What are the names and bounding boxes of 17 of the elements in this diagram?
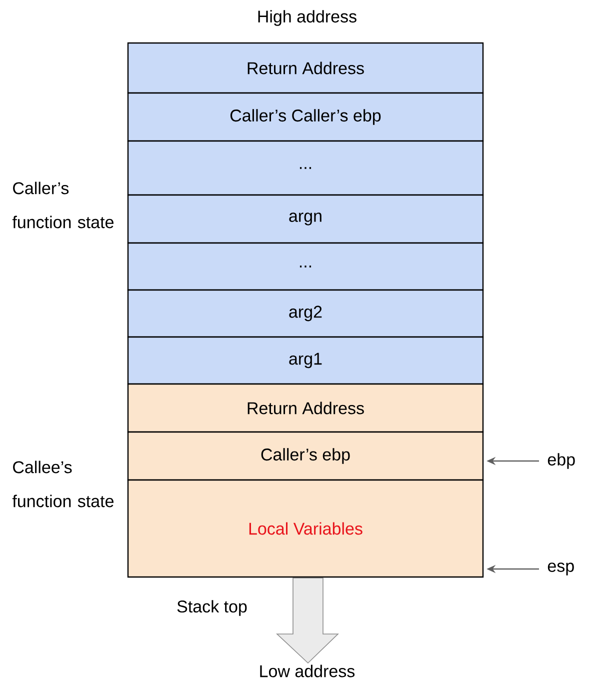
stack-cell: Caller’s ebp xyxy=(127,431,484,481)
stack-cell: ... xyxy=(127,140,484,196)
axis-label: Low address xyxy=(260,664,355,678)
stack-cell: Local Variables xyxy=(127,479,484,578)
stack-cell: Caller’s Caller’s ebp xyxy=(127,92,484,142)
stack-cell: argn xyxy=(127,194,484,244)
stack-cell: Return Address xyxy=(127,42,484,94)
stack-cell: Return Address xyxy=(127,383,484,433)
section-label: Caller’s function state xyxy=(12,182,114,228)
stack-cell: arg2 xyxy=(127,289,484,338)
axis-label: High address xyxy=(258,10,356,26)
stack-cell: arg1 xyxy=(127,336,484,385)
register-label: ebp xyxy=(548,453,575,469)
section-label: Callee’s function state xyxy=(12,460,114,508)
axis-label: Stack top xyxy=(177,600,247,616)
register-label: esp xyxy=(548,562,574,576)
stack-cell: ... xyxy=(127,242,484,291)
